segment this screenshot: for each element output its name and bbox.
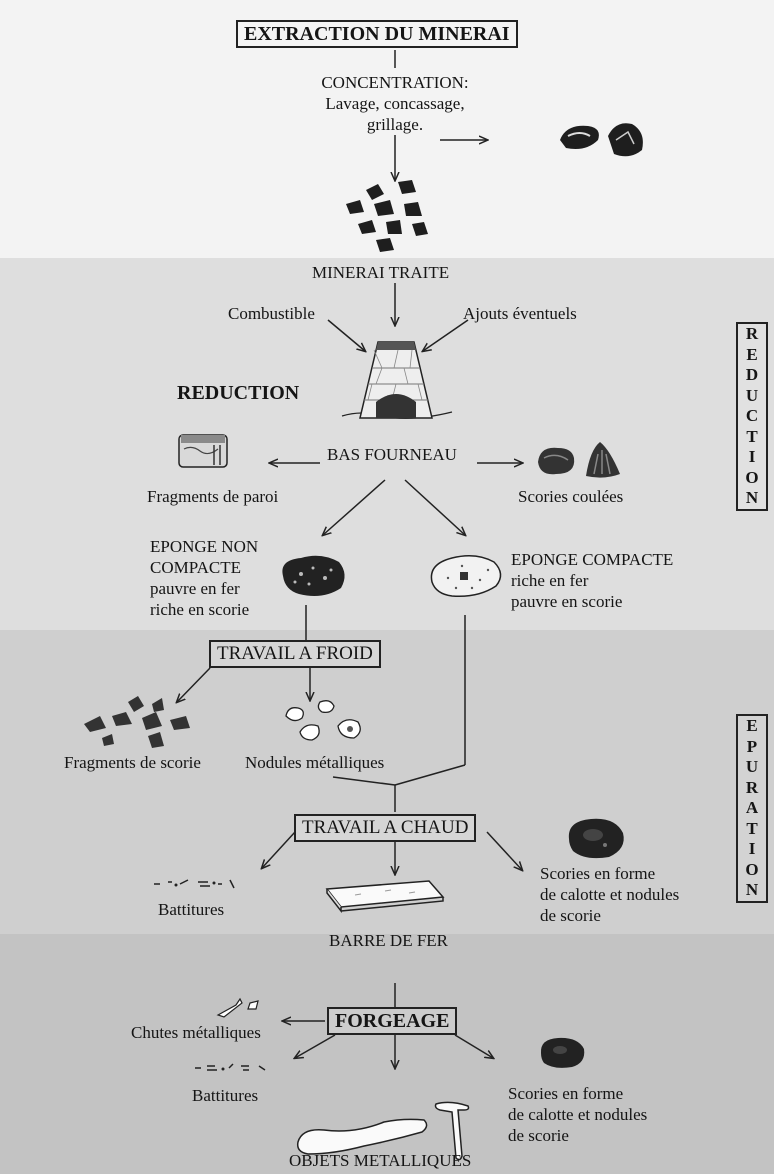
concentration-line-1: CONCENTRATION: [321,73,469,92]
eponge-nc-line-4: riche en scorie [150,600,250,619]
scories-calotte-1-line-3: de scorie [540,906,601,925]
eponge-nc-line-3: pauvre en fer [150,579,240,598]
fragments-scorie-label: Fragments de scorie [64,753,201,772]
chutes-metalliques-label: Chutes métalliques [131,1023,261,1042]
nodules-metalliques-label: Nodules métalliques [245,753,385,772]
side-reduction-letter: U [745,385,759,405]
scories-calotte-label-1: Scories en forme de calotte et nodules d… [540,863,679,926]
side-epuration-letter: U [745,757,759,776]
combustible-label: Combustible [228,304,315,323]
concentration-label: CONCENTRATION: Lavage, concassage, grill… [295,72,495,135]
eponge-non-compacte-label: EPONGE NON COMPACTE pauvre en fer riche … [150,536,258,620]
eponge-nc-line-2: COMPACTE [150,558,242,577]
side-epuration-letter: O [745,859,759,879]
travail-froid-box: TRAVAIL A FROID [209,640,381,668]
wall-fragment-icon [178,434,228,468]
extraction-box: EXTRACTION DU MINERAI [236,20,518,48]
slag-fragments-icon [84,696,190,748]
treated-ore-icon [346,180,428,252]
side-reduction-letter: O [745,467,759,487]
concentration-line-2: Lavage, concassage, [325,94,465,113]
side-epuration-letter: N [745,880,759,899]
side-reduction-letter: E [746,344,758,364]
scories-calotte-1-line-1: Scories en forme [540,864,656,883]
scories-calotte-2-line-2: de calotte et nodules [508,1105,648,1124]
eponge-nc-line-1: EPONGE NON [150,537,259,556]
band-reduction [0,258,774,630]
metal-objects-icon [296,1101,470,1161]
side-reduction-letter: R [745,324,759,343]
ajouts-label: Ajouts éventuels [463,304,577,323]
concentration-line-3: grillage. [366,115,424,134]
eponge-c-line-1: EPONGE COMPACTE [511,550,674,569]
battitures-label-1: Battitures [158,900,225,919]
metal-nodules-icon [285,700,361,741]
metal-scraps-icon [216,997,259,1018]
flowed-slag-icon [538,442,620,478]
side-epuration-letter: I [748,839,756,858]
eponge-compacte-label: EPONGE COMPACTE riche en fer pauvre en s… [511,549,673,612]
side-reduction-letter: C [745,406,759,425]
side-epuration-letter: E [746,716,758,735]
band-extraction [0,0,774,258]
band-epuration [0,630,774,934]
side-epuration-letter: R [745,777,759,797]
side-reduction-letter: N [745,488,759,507]
battitures-label-2: Battitures [192,1086,259,1105]
slag-cake-icon [540,1037,585,1068]
side-epuration-letter: T [746,818,758,838]
travail-chaud-box: TRAVAIL A CHAUD [294,814,477,842]
hammer-scale-icon [195,1063,266,1071]
bas-fourneau-label: BAS FOURNEAU [327,445,457,464]
forgeage-box: FORGEAGE [327,1007,458,1035]
non-compact-bloom-icon [282,555,345,596]
side-epuration-letter: P [746,736,758,756]
side-epuration-letter: A [745,798,759,817]
side-reduction-letter: T [746,426,758,446]
side-label-reduction: R E D U C T I O N [736,322,768,511]
compact-bloom-icon [430,555,502,598]
hammer-scale-icon [154,879,235,889]
eponge-c-line-3: pauvre en scorie [511,592,623,611]
scories-calotte-label-2: Scories en forme de calotte et nodules d… [508,1083,647,1146]
furnace-icon [341,341,453,419]
scories-calotte-2-line-1: Scories en forme [508,1084,624,1103]
fragments-paroi-label: Fragments de paroi [147,487,279,506]
side-reduction-letter: I [748,447,756,466]
minerai-traite-label: MINERAI TRAITE [312,263,450,282]
barre-fer-label: BARRE DE FER [329,931,449,950]
iron-bar-icon [325,880,445,914]
reduction-title: REDUCTION [177,382,300,404]
slag-cake-icon [568,818,624,859]
scories-calotte-1-line-2: de calotte et nodules [540,885,680,904]
side-reduction-letter: D [745,365,759,384]
scories-coulees-label: Scories coulées [518,487,624,506]
ore-lumps-icon [560,123,643,157]
eponge-c-line-2: riche en fer [511,571,589,590]
scories-calotte-2-line-3: de scorie [508,1126,569,1145]
objets-metalliques-label: OBJETS METALLIQUES [289,1151,472,1170]
side-label-epuration: E P U R A T I O N [736,714,768,903]
